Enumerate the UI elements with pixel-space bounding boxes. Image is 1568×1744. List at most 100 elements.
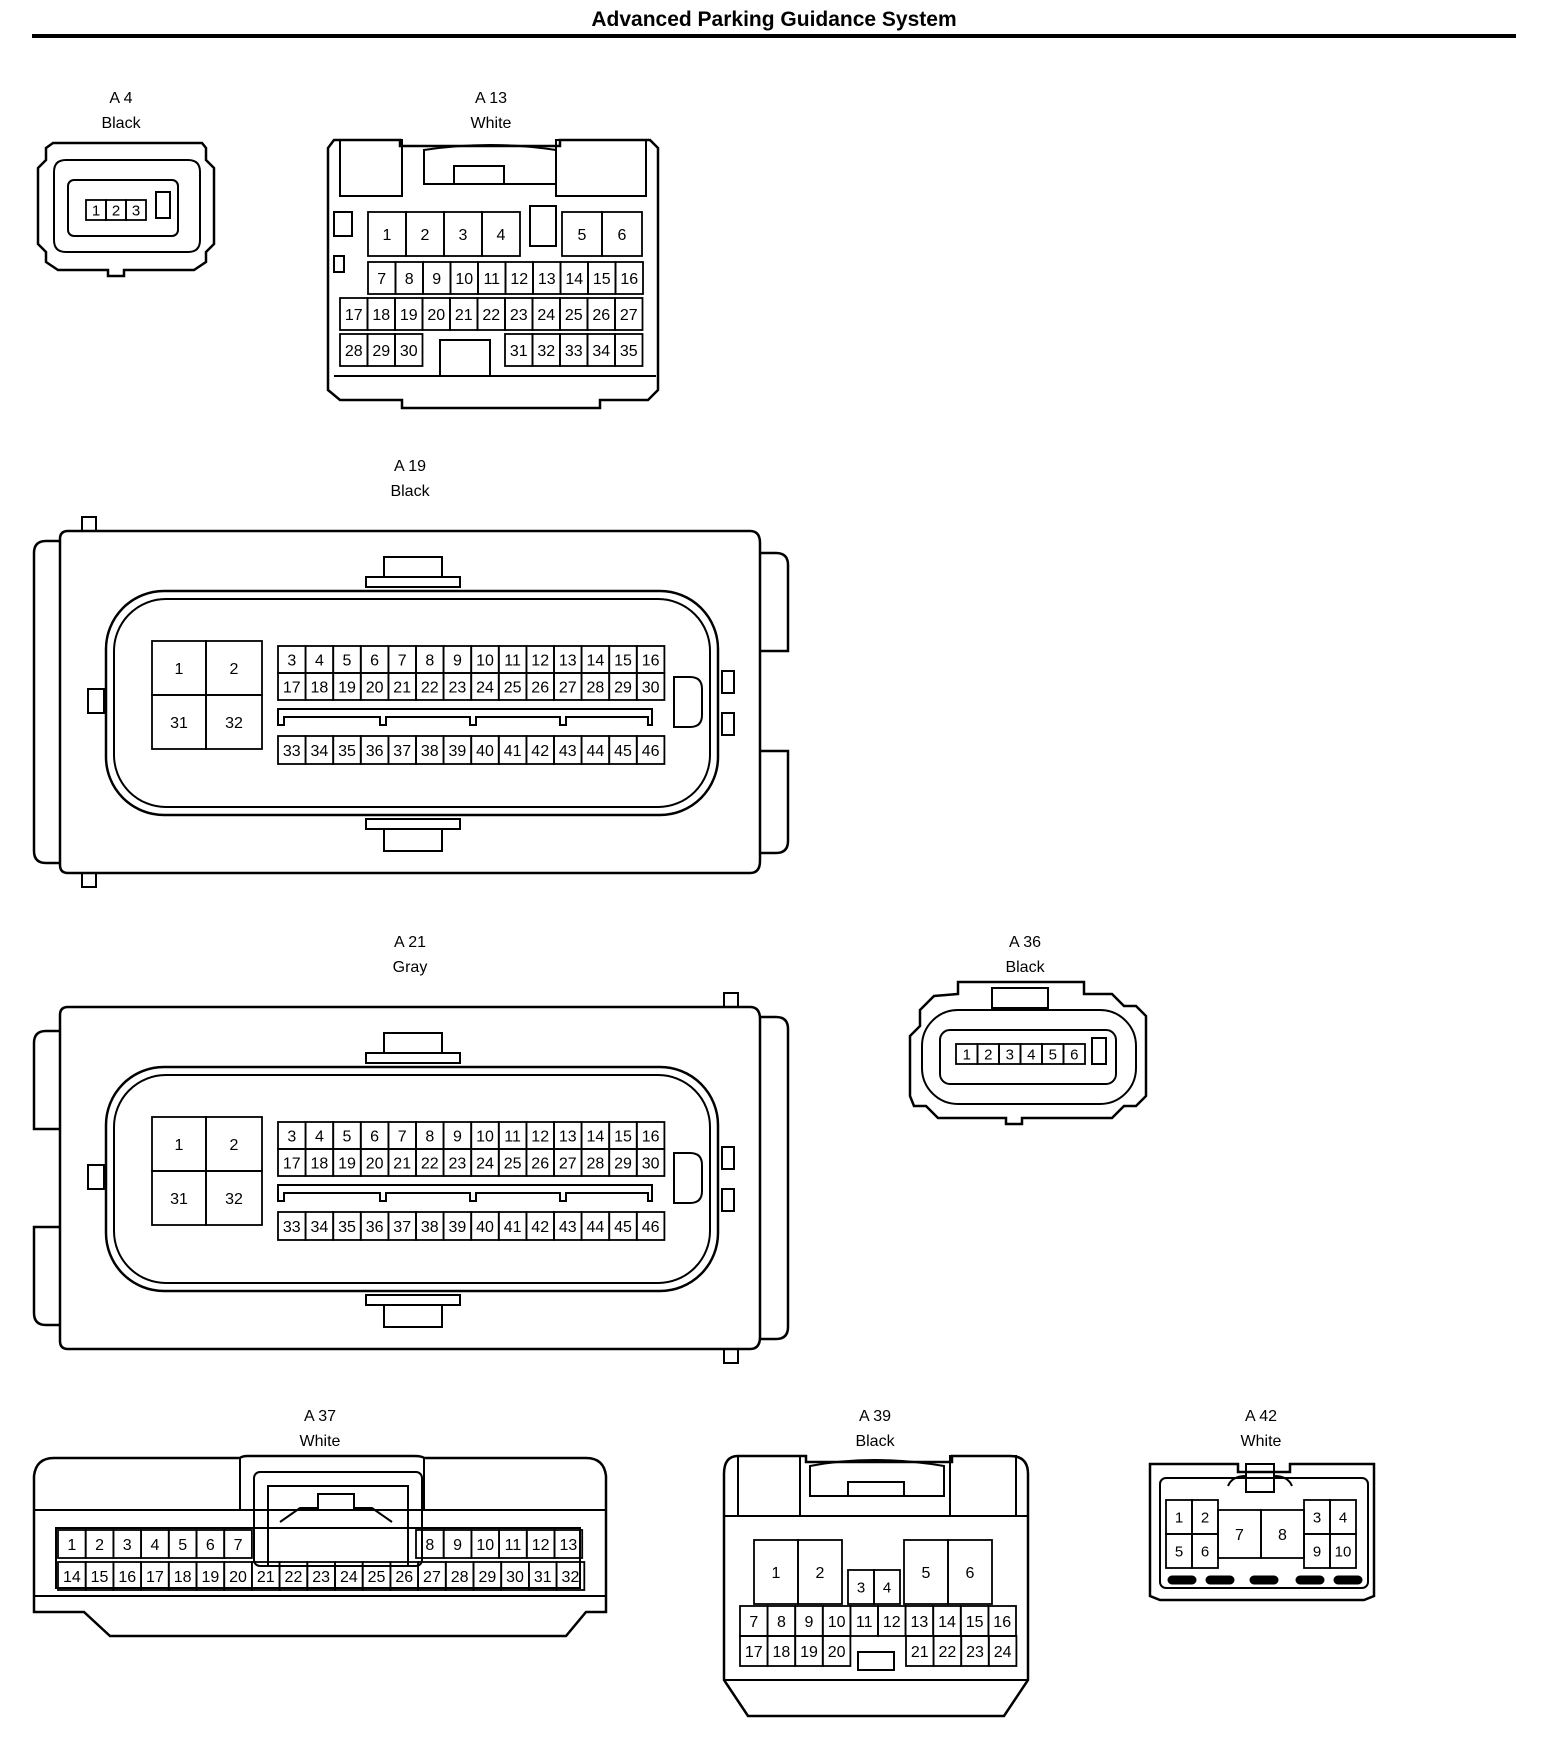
pin-number: 7 bbox=[398, 1128, 407, 1145]
pin-a21-11: 11 bbox=[497, 1121, 528, 1150]
pin-a21-29: 29 bbox=[608, 1148, 638, 1177]
housing-part bbox=[721, 1146, 735, 1170]
pin-a21-27: 27 bbox=[553, 1148, 583, 1177]
housing-part bbox=[721, 712, 735, 736]
pin-a13-8: 8 bbox=[394, 261, 424, 295]
pin-a13-30: 30 bbox=[394, 333, 424, 367]
pin-a21-19: 19 bbox=[332, 1148, 362, 1177]
pin-box bbox=[614, 261, 644, 295]
housing-part bbox=[113, 598, 711, 808]
pin-a19-16: 16 bbox=[635, 645, 666, 674]
housing-part bbox=[333, 255, 345, 273]
pin-a19-4: 4 bbox=[304, 645, 335, 674]
connector-color-label: Gray bbox=[393, 959, 428, 976]
pin-number: 3 bbox=[459, 227, 468, 244]
pin-a19-29: 29 bbox=[608, 672, 638, 701]
pin-a21-35: 35 bbox=[332, 1211, 362, 1241]
pin-a37-32: 32 bbox=[555, 1561, 586, 1591]
pin-number: 1 bbox=[175, 661, 184, 678]
pin-a13-1: 1 bbox=[367, 211, 407, 257]
pin-a36-5: 5 bbox=[1041, 1043, 1065, 1065]
housing-part bbox=[949, 1455, 1017, 1517]
pin-number: 6 bbox=[1201, 1543, 1209, 1560]
pin-number: 5 bbox=[922, 1565, 931, 1582]
pin-number: 17 bbox=[745, 1644, 763, 1661]
pin-number: 29 bbox=[614, 1155, 632, 1172]
pin-number: 8 bbox=[425, 652, 434, 669]
pin-a21-40: 40 bbox=[470, 1211, 500, 1241]
pin-number: 9 bbox=[432, 271, 441, 288]
housing-part bbox=[453, 165, 505, 185]
pin-a37-29: 29 bbox=[472, 1561, 503, 1591]
pin-a19-5: 5 bbox=[332, 645, 362, 674]
pin-a39-4: 4 bbox=[873, 1569, 901, 1605]
pin-a19-43: 43 bbox=[553, 735, 583, 765]
pin-number: 40 bbox=[476, 1219, 494, 1236]
connector-color-label: Black bbox=[390, 483, 430, 500]
pin-number: 41 bbox=[504, 743, 522, 760]
pin-number: 4 bbox=[150, 1537, 159, 1554]
pin-a19-13: 13 bbox=[553, 645, 583, 674]
pin-a21-9: 9 bbox=[442, 1121, 473, 1150]
pin-a13-29: 29 bbox=[366, 333, 396, 367]
pin-number: 19 bbox=[338, 1155, 356, 1172]
pin-a19-27: 27 bbox=[553, 672, 583, 701]
pin-number: 12 bbox=[883, 1614, 901, 1631]
pin-number: 1 bbox=[963, 1046, 971, 1063]
pin-number: 16 bbox=[620, 271, 638, 288]
pin-a42-3: 3 bbox=[1303, 1499, 1331, 1535]
pin-number: 5 bbox=[578, 227, 587, 244]
pin-number: 8 bbox=[1278, 1527, 1287, 1544]
pin-number: 37 bbox=[393, 1219, 411, 1236]
pin-number: 42 bbox=[531, 743, 549, 760]
housing-outline bbox=[32, 1225, 60, 1327]
pin-number: 23 bbox=[449, 1155, 467, 1172]
pin-a13-13: 13 bbox=[532, 261, 562, 295]
pin-number: 38 bbox=[421, 1219, 439, 1236]
pin-a37-5: 5 bbox=[167, 1529, 198, 1559]
pin-number: 9 bbox=[453, 652, 462, 669]
pin-a37-11: 11 bbox=[498, 1529, 528, 1559]
housing-part bbox=[365, 576, 461, 588]
pin-number: 28 bbox=[451, 1569, 469, 1586]
pin-a21-13: 13 bbox=[553, 1121, 583, 1150]
pin-a19-15: 15 bbox=[608, 645, 638, 674]
pin-a42-9: 9 bbox=[1303, 1533, 1331, 1569]
pin-a21-33: 33 bbox=[277, 1211, 307, 1241]
pin-number: 14 bbox=[938, 1614, 956, 1631]
pin-a39-15: 15 bbox=[959, 1605, 990, 1637]
pin-a21-18: 18 bbox=[304, 1148, 335, 1177]
housing-outline bbox=[673, 1152, 703, 1204]
pin-a21-7: 7 bbox=[387, 1121, 417, 1150]
pin-a21-25: 25 bbox=[497, 1148, 528, 1177]
housing-outline bbox=[32, 539, 60, 865]
pin-number: 19 bbox=[400, 307, 418, 324]
housing-outline bbox=[32, 1029, 60, 1131]
pin-number: 28 bbox=[587, 1155, 605, 1172]
pin-box bbox=[1329, 1533, 1357, 1569]
pin-number: 43 bbox=[559, 1219, 577, 1236]
pin-number: 7 bbox=[377, 271, 386, 288]
pin-number: 12 bbox=[531, 1128, 549, 1145]
pin-number: 13 bbox=[559, 1537, 577, 1554]
pin-box bbox=[481, 211, 521, 257]
pin-a13-9: 9 bbox=[422, 261, 452, 295]
pin-number: 1 bbox=[1175, 1509, 1183, 1526]
pin-a13-12: 12 bbox=[504, 261, 534, 295]
pin-a21-1: 1 bbox=[151, 1116, 207, 1172]
pin-number: 18 bbox=[311, 679, 329, 696]
pin-a19-17: 17 bbox=[277, 672, 307, 701]
housing-part bbox=[1245, 1463, 1275, 1493]
pin-a13-32: 32 bbox=[531, 333, 561, 367]
pin-number: 29 bbox=[478, 1569, 496, 1586]
housing-part bbox=[1159, 1477, 1369, 1589]
connector-color-label: White bbox=[300, 1433, 341, 1450]
housing-part bbox=[87, 1164, 105, 1190]
pin-number: 19 bbox=[338, 679, 356, 696]
housing-part bbox=[87, 688, 105, 714]
pin-a21-8: 8 bbox=[415, 1121, 445, 1150]
housing-part bbox=[365, 1052, 461, 1064]
pin-a39-18: 18 bbox=[766, 1635, 797, 1667]
connector-color-label: White bbox=[1241, 1433, 1282, 1450]
pin-box bbox=[614, 297, 644, 331]
